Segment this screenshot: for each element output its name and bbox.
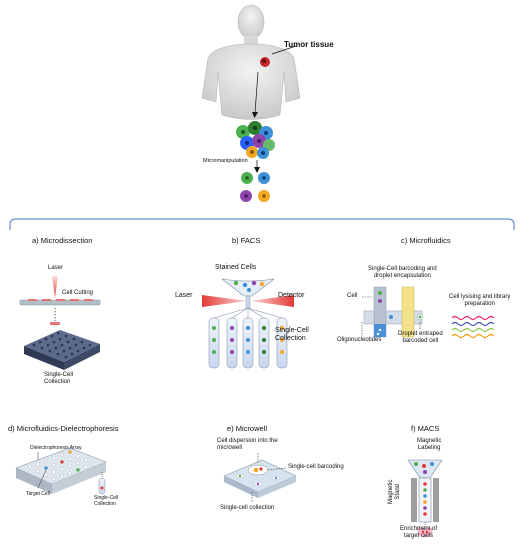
separated-cells xyxy=(240,172,270,202)
facs-tubes xyxy=(208,317,288,369)
detector-beam-b xyxy=(250,295,294,307)
cell-label-c: Cell xyxy=(347,293,358,299)
panel-f-title: f) MACS xyxy=(411,424,440,433)
collection-label-d: Single-Cell Collection xyxy=(94,495,119,507)
collection-label-e: Single-cell collection xyxy=(220,505,275,511)
down-arrow-1-head xyxy=(252,112,258,118)
barcoding-label-e: Single-cell barcoding xyxy=(288,464,344,470)
dep-array-d xyxy=(15,447,107,494)
library-strands-c xyxy=(451,315,495,339)
panel-b-title: b) FACS xyxy=(232,236,261,245)
target-cell-label: Target Cell xyxy=(26,491,50,497)
microfluidic-chip-c xyxy=(363,286,424,338)
facs-funnel xyxy=(220,278,276,309)
barcoding-pointer-e xyxy=(267,467,287,471)
laser-label-a: Laser xyxy=(48,265,64,271)
oligonucleotides-label: Oligonucleotides xyxy=(337,337,382,343)
barcoding-label-c: Single-Cell barcoding and droplet encaps… xyxy=(368,266,437,279)
laser-beam-a xyxy=(52,276,58,298)
dispersion-label-e: Cell dispersion into the microwell xyxy=(217,438,278,451)
laser-beam-b xyxy=(202,295,247,307)
panel-a-title: a) Microdissection xyxy=(32,236,93,245)
tumor-tissue-label: Tumor tissue xyxy=(284,40,334,49)
cell-cutting-label: Cell Cutting xyxy=(62,290,94,296)
facs-stream-lines xyxy=(213,307,283,319)
down-arrow-1 xyxy=(254,71,259,114)
tumor-pointer-line xyxy=(271,45,297,55)
laser-label-b: Laser xyxy=(175,292,193,299)
detector-label-b: Detector xyxy=(278,292,305,299)
microwell-chip-e xyxy=(223,459,297,498)
down-arrow-2-head xyxy=(254,167,260,173)
panel-d-title: d) Microfluidics-Dielectrophoresis xyxy=(8,424,119,433)
cut-cell-a xyxy=(50,322,60,325)
target-pointer-d xyxy=(37,469,47,489)
tumor-icon xyxy=(260,57,270,67)
well-plate-a xyxy=(24,330,100,370)
enrichment-label: Enrichment of target cells xyxy=(400,526,438,539)
collection-label-b: Single-Cell Collection xyxy=(275,327,309,343)
droplet-label-c: Droplet entraped barcoded cell xyxy=(398,331,443,344)
dep-array-label: Dielectrophoresis Array xyxy=(30,445,82,451)
stained-cells-label: Stained Cells xyxy=(215,264,257,271)
cell-cluster xyxy=(236,121,275,159)
slide-a xyxy=(19,299,101,306)
lysing-label-c: Cell lysising and library preparation xyxy=(449,294,511,307)
collection-tube-d xyxy=(98,472,106,495)
collection-label-a: Single-Cell Collection xyxy=(44,372,74,385)
macs-column-f xyxy=(407,459,443,538)
section-bracket xyxy=(9,218,515,230)
micromanipulation-label: Micromanipulation xyxy=(203,158,248,164)
panel-c-title: c) Microfluidics xyxy=(401,236,451,245)
panel-e-title: e) Microwell xyxy=(227,424,268,433)
magnetic-stand-label: Magnetic Stand xyxy=(388,479,401,504)
magnetic-labeling-label: Magnetic Labeling xyxy=(417,438,442,451)
human-figure xyxy=(201,4,301,120)
